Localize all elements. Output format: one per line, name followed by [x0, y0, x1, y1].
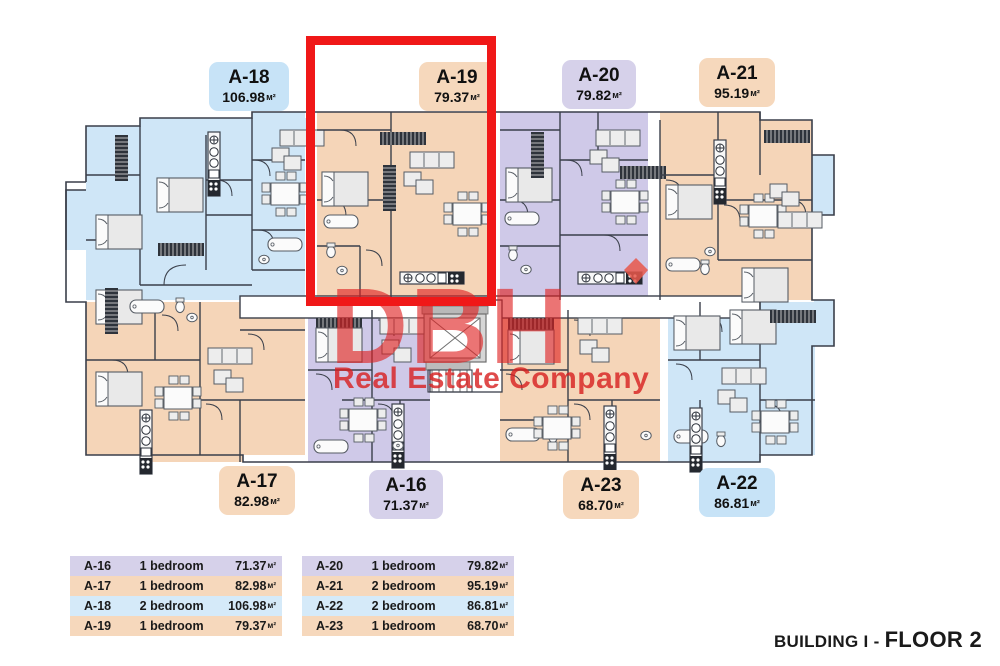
legend-area: 86.81м²: [467, 599, 508, 613]
unit-badge-a19[interactable]: A-19 79.37м²: [419, 62, 495, 111]
legend-row[interactable]: A-16 1 bedroom 71.37м²: [70, 556, 282, 576]
caption-separator: -: [868, 632, 885, 651]
legend-area: 71.37м²: [235, 559, 276, 573]
unit-badge-code: A-19: [436, 67, 478, 88]
legend-code: A-17: [84, 579, 112, 593]
legend-row[interactable]: A-18 2 bedroom 106.98м²: [70, 596, 282, 616]
entrance-direction-marker: [624, 258, 648, 284]
selected-unit-highlight[interactable]: [306, 36, 496, 306]
legend-code: A-19: [84, 619, 112, 633]
unit-badge-a21[interactable]: A-21 95.19м²: [699, 58, 775, 107]
legend-type: 2 bedroom: [139, 599, 204, 613]
unit-badge-a18[interactable]: A-18 106.98м²: [209, 62, 289, 111]
legend-type: 1 bedroom: [139, 559, 204, 573]
legend-area: 68.70м²: [467, 619, 508, 633]
unit-badge-code: A-18: [228, 67, 270, 88]
legend-row[interactable]: A-21 2 bedroom 95.19м²: [302, 576, 514, 596]
unit-badge-a17[interactable]: A-17 82.98м²: [219, 466, 295, 515]
legend-code: A-20: [316, 559, 344, 573]
legend-type: 1 bedroom: [139, 619, 204, 633]
elevator-and-stair-core: [421, 305, 489, 393]
legend-area: 106.98м²: [228, 599, 276, 613]
unit-badge-area: 86.81м²: [714, 495, 760, 511]
legend-area: 82.98м²: [235, 579, 276, 593]
unit-badge-a16[interactable]: A-16 71.37м²: [369, 470, 443, 519]
unit-badge-code: A-20: [578, 65, 620, 86]
unit-badge-code: A-23: [580, 475, 622, 496]
legend-code: A-22: [316, 599, 344, 613]
unit-badge-area: 82.98м²: [234, 493, 280, 509]
unit-badge-area: 106.98м²: [222, 89, 276, 105]
unit-badge-area: 71.37м²: [383, 497, 429, 513]
unit-badge-code: A-16: [385, 475, 427, 496]
unit-badge-area: 95.19м²: [714, 85, 760, 101]
legend-row[interactable]: A-19 1 bedroom 79.37м²: [70, 616, 282, 636]
legend-type: 2 bedroom: [371, 599, 436, 613]
unit-badge-area: 68.70м²: [578, 497, 624, 513]
legend-type: 1 bedroom: [139, 579, 204, 593]
unit-badge-code: A-21: [716, 63, 758, 84]
legend-type: 2 bedroom: [371, 579, 436, 593]
legend-code: A-16: [84, 559, 112, 573]
unit-badge-a20[interactable]: A-20 79.82м²: [562, 60, 636, 109]
legend-row[interactable]: A-20 1 bedroom 79.82м²: [302, 556, 514, 576]
legend-area: 79.37м²: [235, 619, 276, 633]
legend-code: A-21: [316, 579, 344, 593]
legend-left-column: A-16 1 bedroom 71.37м² A-17 1 bedroom 82…: [70, 556, 282, 636]
legend-right-column: A-20 1 bedroom 79.82м² A-21 2 bedroom 95…: [302, 556, 514, 636]
legend-area: 79.82м²: [467, 559, 508, 573]
legend-type: 1 bedroom: [371, 619, 436, 633]
unit-badge-a22[interactable]: A-22 86.81м²: [699, 468, 775, 517]
unit-badge-code: A-17: [236, 471, 278, 492]
legend-area: 95.19м²: [467, 579, 508, 593]
legend-type: 1 bedroom: [371, 559, 436, 573]
floor-label: FLOOR 2: [884, 627, 982, 652]
unit-area-a21[interactable]: [660, 112, 812, 300]
legend-code: A-23: [316, 619, 344, 633]
legend-row[interactable]: A-17 1 bedroom 82.98м²: [70, 576, 282, 596]
legend-code: A-18: [84, 599, 112, 613]
unit-badge-a23[interactable]: A-23 68.70м²: [563, 470, 639, 519]
legend-row[interactable]: A-23 1 bedroom 68.70м²: [302, 616, 514, 636]
unit-badge-area: 79.82м²: [576, 87, 622, 103]
legend-row[interactable]: A-22 2 bedroom 86.81м²: [302, 596, 514, 616]
unit-a18-interior: [86, 118, 305, 286]
building-label: BUILDING I: [773, 632, 869, 651]
building-floor-caption: BUILDING I - FLOOR 2: [774, 627, 982, 653]
unit-badge-code: A-22: [716, 473, 758, 494]
unit-badge-area: 79.37м²: [434, 89, 480, 105]
